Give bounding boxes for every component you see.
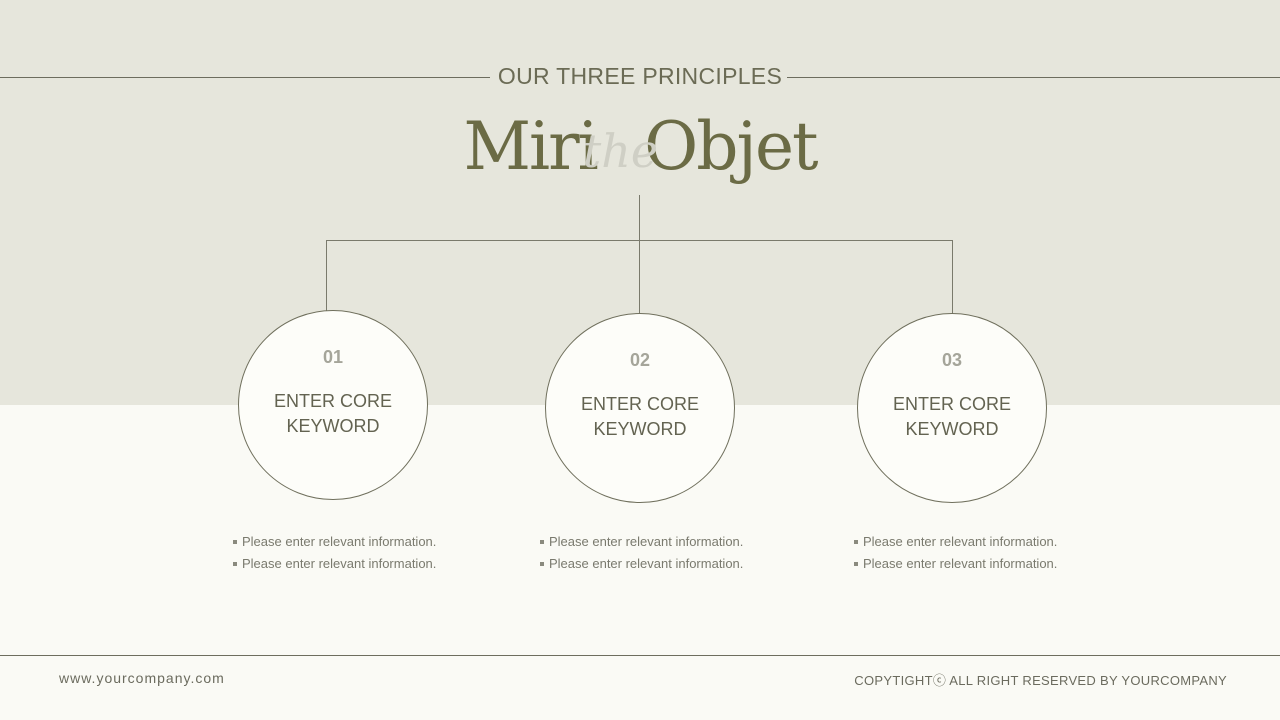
principle-circle-3: 03 ENTER CORE KEYWORD [857,313,1047,503]
footer-website: www.yourcompany.com [59,670,225,686]
principle-bullets-2: Please enter relevant information. Pleas… [540,532,780,576]
bullet-text: Please enter relevant information. [863,534,1058,549]
bullet-icon [854,561,858,566]
connector-right [952,240,953,315]
principle-bullets-3: Please enter relevant information. Pleas… [854,532,1094,576]
subtitle-rule-right [787,77,1280,78]
principle-number: 02 [629,350,651,370]
bullet-item: Please enter relevant information. [854,554,1094,576]
principle-number: 03 [941,350,963,370]
bullet-text: Please enter relevant information. [242,534,437,549]
bullet-icon [233,561,237,566]
bullet-item: Please enter relevant information. [233,532,473,554]
keyword-line-2: KEYWORD [593,419,687,439]
principle-keyword: ENTER CORE KEYWORD [239,389,427,439]
principle-keyword: ENTER CORE KEYWORD [858,392,1046,442]
bullet-text: Please enter relevant information. [549,534,744,549]
bullet-icon [233,539,237,544]
bullet-text: Please enter relevant information. [863,556,1058,571]
keyword-line-2: KEYWORD [286,416,380,436]
connector-left [326,240,327,312]
principle-circle-1: 01 ENTER CORE KEYWORD [238,310,428,500]
connector-trunk [639,195,640,315]
bullet-icon [854,539,858,544]
connector-bar [326,240,953,241]
logo-middle: the [582,124,659,178]
keyword-line-1: ENTER CORE [273,391,392,411]
principle-circle-2: 02 ENTER CORE KEYWORD [545,313,735,503]
keyword-line-1: ENTER CORE [892,394,1011,414]
bullet-item: Please enter relevant information. [854,532,1094,554]
principle-number: 01 [322,347,344,367]
logo-right: Objet [644,108,818,185]
bullet-item: Please enter relevant information. [540,554,780,576]
footer-rule [0,655,1280,656]
logo-left: Miri [463,108,598,185]
bullet-icon [540,539,544,544]
bullet-item: Please enter relevant information. [540,532,780,554]
keyword-line-1: ENTER CORE [580,394,699,414]
section-subtitle: OUR THREE PRINCIPLES [497,63,783,89]
brand-logo: MiritheObjet [440,108,840,185]
bullet-text: Please enter relevant information. [242,556,437,571]
footer-copyright: COPYTIGHTⓒ ALL RIGHT RESERVED BY YOURCOM… [854,673,1227,688]
principle-keyword: ENTER CORE KEYWORD [546,392,734,442]
bullet-text: Please enter relevant information. [549,556,744,571]
keyword-line-2: KEYWORD [905,419,999,439]
bullet-icon [540,561,544,566]
bullet-item: Please enter relevant information. [233,554,473,576]
principle-bullets-1: Please enter relevant information. Pleas… [233,532,473,576]
subtitle-rule-left [0,77,490,78]
